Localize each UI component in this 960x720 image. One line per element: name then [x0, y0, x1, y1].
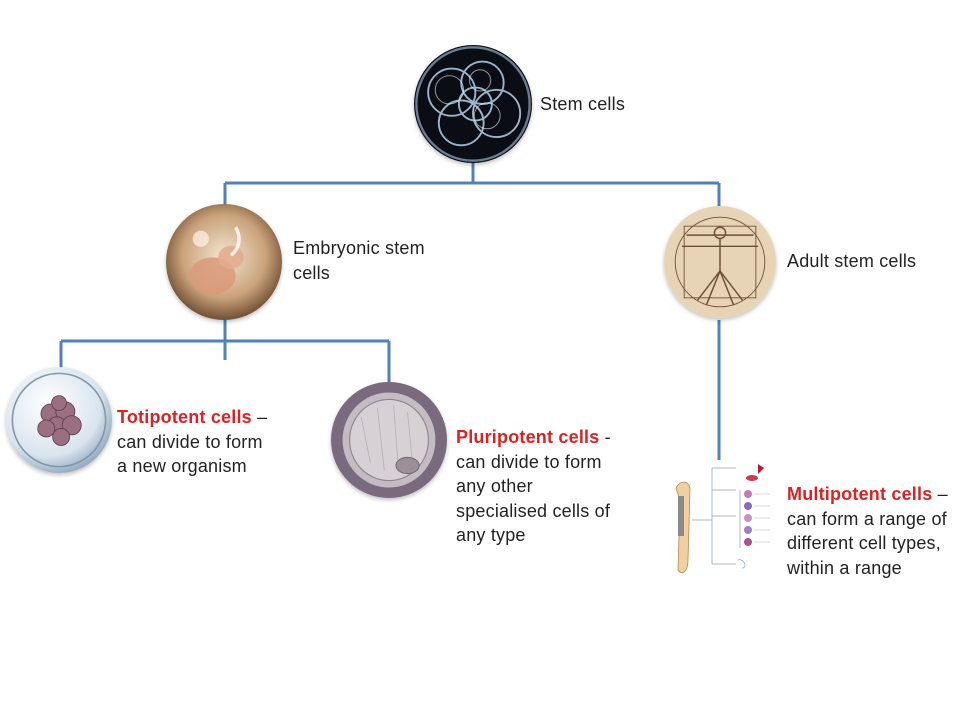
adult-stem-cells-image	[664, 206, 776, 318]
stem-cells-image	[414, 45, 532, 163]
connector-root	[223, 160, 721, 206]
pluripotent-cells-term: Pluripotent cells	[456, 427, 600, 447]
totipotent-cells-description: – can divide to form a new organism	[117, 407, 268, 476]
multipotent-cells-description: – can form a range of different cell typ…	[787, 484, 948, 578]
totipotent-cells-term: Totipotent cells	[117, 407, 252, 427]
embryonic-stem-cells-label: Embryonic stem cells	[293, 238, 425, 283]
connector-embryonic	[59, 318, 391, 382]
pluripotent-cells-image	[331, 382, 447, 498]
embryonic-stem-cells-image	[166, 204, 282, 320]
multipotent-cells-image	[666, 460, 778, 580]
multipotent-cells-label: Multipotent cells – can form a range of …	[787, 482, 952, 580]
totipotent-cells-image	[6, 367, 112, 473]
adult-stem-cells-label: Adult stem cells	[787, 251, 917, 271]
pluripotent-cells-description: - can divide to form any other specialis…	[456, 427, 611, 545]
totipotent-cells-label: Totipotent cells – can divide to form a …	[117, 405, 277, 479]
multipotent-cells-term: Multipotent cells	[787, 484, 933, 504]
stem-cells-label: Stem cells	[540, 94, 626, 114]
pluripotent-cells-label: Pluripotent cells - can divide to form a…	[456, 425, 626, 548]
